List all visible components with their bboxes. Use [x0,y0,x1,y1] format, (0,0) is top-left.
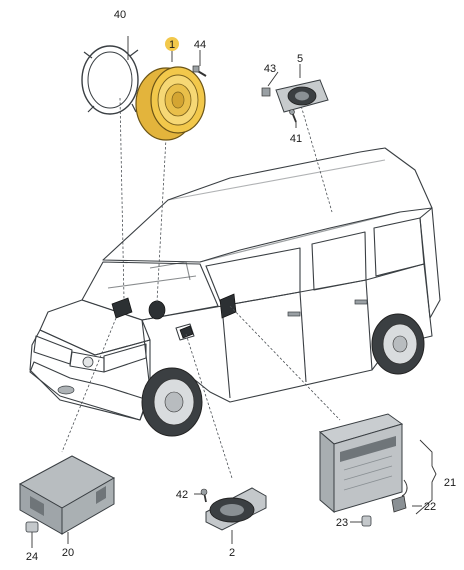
bass-speaker-part [205,487,267,531]
label-2: 2 [229,547,235,559]
grille [69,351,105,373]
door-speaker-front [148,300,166,320]
label-1: 1 [169,39,175,51]
label-41: 41 [290,133,302,145]
label-24: 24 [26,551,38,563]
connector-22 [391,479,408,513]
label-43: 43 [264,63,276,75]
dash-speaker-left [111,297,133,319]
vw-badge [82,356,94,368]
rear-side-window [373,217,425,277]
front-bumper [29,361,149,421]
headlight-right [103,343,147,373]
clip-43 [261,87,271,97]
door-speaker-highlighted [135,66,206,141]
label-42: 42 [176,489,188,501]
label-44: 44 [194,39,206,51]
plug-23 [361,515,372,527]
amplifier-part [18,455,116,535]
connector-24 [25,521,39,533]
radio-unit-part [318,413,404,514]
screw-42 [200,488,208,503]
hood [39,299,151,356]
front-face [29,329,151,421]
van-roof [102,147,433,263]
headlight-left [33,335,73,365]
label-40: 40 [114,9,126,21]
tweeter-part [275,79,329,113]
label-21: 21 [444,477,456,489]
label-1-highlight [165,37,179,51]
dash-tweeter-right [179,325,194,339]
door-speaker-right [219,293,237,319]
side-mirror [175,323,195,341]
speaker-ring-part [81,45,139,115]
screw-41 [289,109,297,123]
label-22: 22 [424,501,436,513]
label-20: 20 [62,547,74,559]
leader-lines [31,36,437,548]
screw-44 [192,65,207,77]
label-23: 23 [336,517,348,529]
front-wheel [141,367,203,437]
label-5: 5 [297,53,303,65]
part-labels: 40 1 44 43 5 41 42 2 20 24 21 22 23 [26,9,456,563]
van-body [29,147,441,437]
rear-wheel [371,313,425,375]
